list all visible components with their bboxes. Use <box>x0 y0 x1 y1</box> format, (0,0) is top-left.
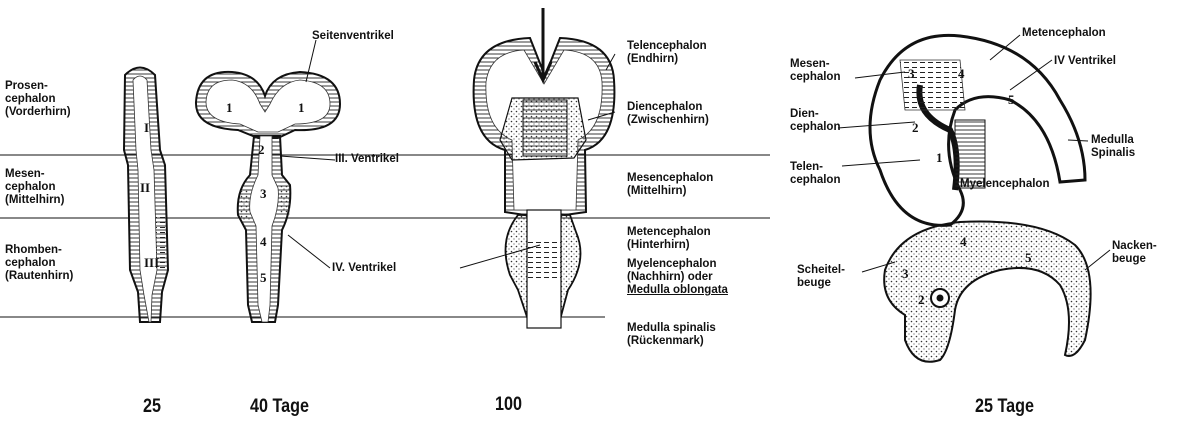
label-line: Medulla spinalis <box>627 322 716 335</box>
label-line: cephalon <box>790 121 840 134</box>
side-b-num-3: 3 <box>902 266 909 282</box>
age-label-25-tage: 25 Tage <box>975 396 1034 418</box>
label-line: Metencephalon <box>627 226 711 239</box>
label-line: Nacken- <box>1112 240 1157 253</box>
label-line: (Endhirn) <box>627 53 707 66</box>
label-line: Mesen- <box>790 58 840 71</box>
num-1-right: 1 <box>298 100 305 116</box>
leader-iv-ventrikel-a <box>288 235 330 268</box>
side-b-num-5: 5 <box>1025 250 1032 266</box>
label-side-metencephalon: Metencephalon <box>1022 27 1106 40</box>
diencephalon-hatch-100 <box>523 100 567 156</box>
label-line: Dien- <box>790 108 840 121</box>
brain-40-days <box>196 72 340 322</box>
side-outline-bottom <box>884 221 1090 361</box>
label-mesencephalon-left: Mesen- cephalon (Mittelhirn) <box>5 168 64 207</box>
label-line: cephalon <box>5 93 71 106</box>
label-line: (Vorderhirn) <box>5 106 71 119</box>
age-label-100: 100 <box>495 394 522 416</box>
label-line: Scheitel- <box>797 264 845 277</box>
dots-40b <box>280 185 290 215</box>
side-b-num-2: 2 <box>918 292 925 308</box>
label-line: Spinalis <box>1091 147 1135 160</box>
label-line: Mesen- <box>5 168 64 181</box>
label-nackenbeuge: Nacken- beuge <box>1112 240 1157 266</box>
label-line: (Hinterhirn) <box>627 239 711 252</box>
side-num-1: 1 <box>936 150 943 166</box>
label-diencephalon: Diencephalon (Zwischenhirn) <box>627 101 709 127</box>
label-mesencephalon-right: Mesencephalon (Mittelhirn) <box>627 172 713 198</box>
label-line: Mesencephalon <box>627 172 713 185</box>
side-num-2: 2 <box>912 120 919 136</box>
age-label-40-tage: 40 Tage <box>250 396 309 418</box>
label-medulla-spinalis: Medulla spinalis (Rückenmark) <box>627 322 716 348</box>
dots-40a <box>240 190 250 220</box>
leader-nacken <box>1085 250 1110 270</box>
arrow-100 <box>535 8 551 80</box>
side-b-num-4: 4 <box>960 234 967 250</box>
label-line: (Mittelhirn) <box>627 185 713 198</box>
label-iv-ventrikel: IV. Ventrikel <box>332 262 396 275</box>
label-side-diencephalon: Dien- cephalon <box>790 108 840 134</box>
label-line: Diencephalon <box>627 101 709 114</box>
label-iii-ventrikel: III. Ventrikel <box>335 153 399 166</box>
label-line: beuge <box>1112 253 1157 266</box>
label-telencephalon: Telencephalon (Endhirn) <box>627 40 707 66</box>
leader-iii-ventrikel <box>280 156 335 160</box>
side-view-bottom <box>884 221 1090 361</box>
label-line: beuge <box>797 277 845 290</box>
brain-100-days <box>474 8 615 328</box>
label-side-myelencephalon: Myelencephalon <box>960 178 1049 191</box>
label-line: cephalon <box>5 181 64 194</box>
label-scheitelbeuge: Scheitel- beuge <box>797 264 845 290</box>
label-side-medulla-spinalis: Medulla Spinalis <box>1091 134 1135 160</box>
label-line: Rhomben- <box>5 244 73 257</box>
label-line: Medulla oblongata <box>627 284 728 297</box>
medulla-hatch-100 <box>527 240 561 280</box>
age-label-25: 25 <box>143 396 161 418</box>
label-line: cephalon <box>5 257 73 270</box>
roman-iii: III <box>144 255 159 271</box>
label-seitenventrikel: Seitenventrikel <box>312 30 394 43</box>
num-2: 2 <box>258 142 265 158</box>
label-line: (Rautenhirn) <box>5 270 73 283</box>
num-3: 3 <box>260 186 267 202</box>
label-myelencephalon: Myelencephalon (Nachhirn) oder Medulla o… <box>627 258 728 297</box>
label-metencephalon: Metencephalon (Hinterhirn) <box>627 226 711 252</box>
label-line: Myelencephalon <box>627 258 728 271</box>
label-line: (Nachhirn) oder <box>627 271 728 284</box>
num-1-left: 1 <box>226 100 233 116</box>
eye-pupil-bottom <box>937 295 944 302</box>
label-prosencephalon: Prosen- cephalon (Vorderhirn) <box>5 80 71 119</box>
side-view-top <box>870 35 1085 225</box>
label-side-mesencephalon: Mesen- cephalon <box>790 58 840 84</box>
label-line: Telen- <box>790 161 840 174</box>
num-4: 4 <box>260 234 267 250</box>
label-side-telencephalon: Telen- cephalon <box>790 161 840 187</box>
side-num-4: 4 <box>958 66 965 82</box>
label-line: Medulla <box>1091 134 1135 147</box>
label-line: Prosen- <box>5 80 71 93</box>
side-num-5: 5 <box>1008 92 1015 108</box>
label-line: Telencephalon <box>627 40 707 53</box>
label-line: cephalon <box>790 174 840 187</box>
num-5: 5 <box>260 270 267 286</box>
label-line: (Zwischenhirn) <box>627 114 709 127</box>
label-line: (Rückenmark) <box>627 335 716 348</box>
roman-ii: II <box>140 180 150 196</box>
label-rhombencephalon: Rhomben- cephalon (Rautenhirn) <box>5 244 73 283</box>
label-line: cephalon <box>790 71 840 84</box>
label-side-iv-ventrikel: IV Ventrikel <box>1054 55 1116 68</box>
side-num-3: 3 <box>908 66 915 82</box>
label-line: (Mittelhirn) <box>5 194 64 207</box>
roman-i: I <box>144 120 149 136</box>
